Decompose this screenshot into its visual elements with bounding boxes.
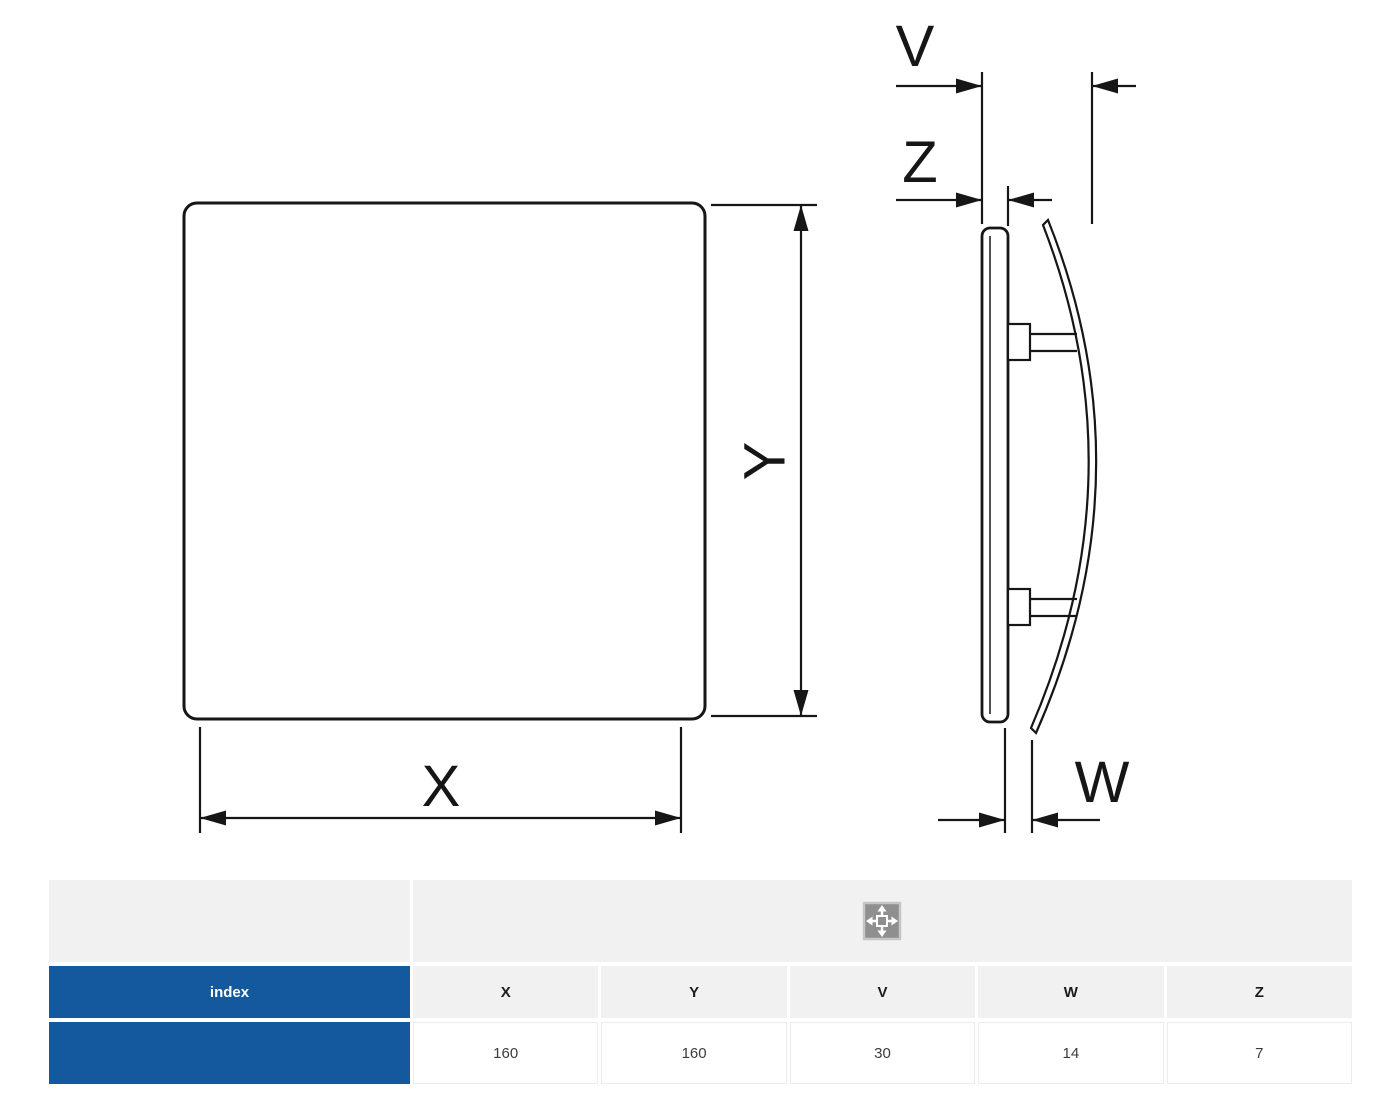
dimension-label-w: W — [1075, 750, 1130, 815]
x-arrow-left — [200, 810, 226, 826]
value-w: 14 — [978, 1022, 1164, 1084]
y-arrow-bottom — [793, 690, 809, 716]
dimension-y: Y — [711, 203, 817, 718]
front-view-panel — [182, 201, 707, 721]
z-arrow-left — [956, 192, 982, 208]
column-header-x: X — [413, 966, 599, 1018]
index-label: index — [209, 983, 250, 1001]
w-arrow-left — [979, 812, 1005, 828]
column-header-z: Z — [1166, 966, 1352, 1018]
table-header-empty-cell — [49, 880, 410, 962]
w-arrow-right — [1032, 812, 1058, 828]
z-arrow-right — [1008, 192, 1034, 208]
top-clip-block — [1006, 322, 1032, 362]
table-header-icon-cell — [413, 880, 1352, 962]
v-arrow-right — [1092, 78, 1118, 94]
bottom-clip-block — [1006, 587, 1032, 627]
value-y: 160 — [601, 1022, 787, 1084]
index-value-cell — [49, 1022, 410, 1084]
dimension-v: V — [896, 14, 1136, 224]
side-view-curved-cover — [1029, 218, 1098, 735]
dimension-label-y: Y — [733, 442, 798, 481]
dimension-z: Z — [896, 130, 1052, 226]
dimension-x: X — [198, 727, 683, 833]
x-arrow-right — [655, 810, 681, 826]
side-view-back-plate — [980, 226, 1010, 724]
dimensions-icon — [863, 901, 902, 941]
column-header-w: W — [978, 966, 1164, 1018]
column-header-v: V — [789, 966, 976, 1018]
dimension-label-z: Z — [902, 130, 937, 195]
index-header-cell: index — [49, 966, 410, 1018]
dimension-w: W — [938, 728, 1130, 833]
value-z: 7 — [1166, 1022, 1352, 1084]
technical-drawing: X Y — [182, 14, 1136, 833]
side-view — [980, 218, 1098, 735]
v-arrow-left — [956, 78, 982, 94]
value-x: 160 — [413, 1022, 599, 1084]
dimension-label-v: V — [896, 14, 935, 79]
dimension-label-x: X — [422, 754, 461, 819]
dimensions-table: index X Y V W Z 160 160 30 14 7 — [49, 880, 1352, 1084]
y-arrow-top — [793, 205, 809, 231]
front-panel-outline — [182, 201, 707, 721]
side-view-bottom-clip — [1006, 587, 1077, 627]
value-v: 30 — [789, 1022, 976, 1084]
column-header-y: Y — [601, 966, 787, 1018]
side-view-top-clip — [1006, 322, 1077, 362]
